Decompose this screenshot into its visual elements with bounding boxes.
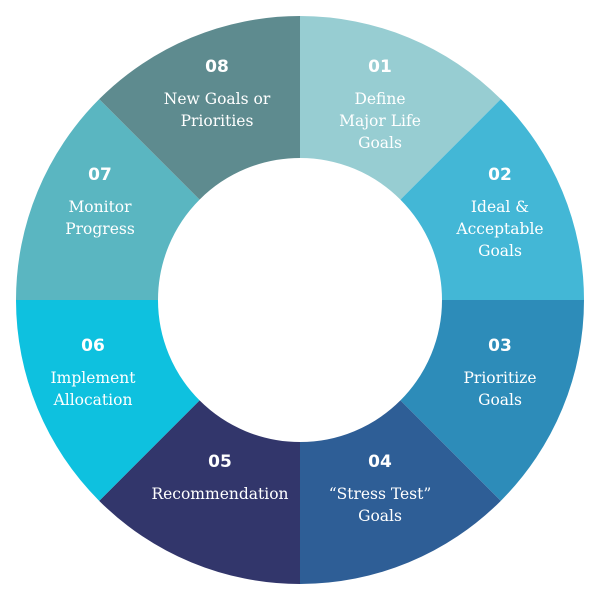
segment-shape [99, 400, 300, 584]
segment-shape [300, 16, 501, 200]
segment-label-line: Major Life [339, 112, 421, 130]
segment-label-line: Prioritize [463, 369, 536, 387]
segment-label-line: Implement [51, 369, 137, 387]
segment-label-line: Progress [65, 220, 135, 238]
segment-number: 02 [488, 165, 512, 185]
segment-label-line: Allocation [53, 391, 133, 409]
segment-shape [16, 99, 200, 300]
segment-label-line: Ideal & [471, 198, 529, 216]
segment-number: 08 [205, 57, 229, 77]
segment-label-line: Goals [358, 507, 402, 525]
segment-label-line: Acceptable [455, 220, 543, 238]
segment-shape [16, 300, 200, 501]
segment-04: 04 “Stress Test” Goals [300, 400, 501, 584]
segment-number: 01 [368, 57, 392, 77]
segment-label-line: Monitor [68, 198, 132, 216]
segment-label-line: Goals [478, 242, 522, 260]
segment-label-line: “Stress Test” [329, 485, 432, 503]
segment-number: 07 [88, 165, 112, 185]
segment-number: 04 [368, 452, 392, 472]
segment-number: 03 [488, 336, 512, 356]
segment-number: 06 [81, 336, 105, 356]
segment-label-line: Recommendation [151, 485, 288, 503]
segment-number: 05 [208, 452, 232, 472]
segment-shape [400, 99, 584, 300]
segment-label-line: New Goals or [164, 90, 271, 108]
segment-label-line: Goals [358, 134, 402, 152]
segment-label-line: Priorities [181, 112, 254, 130]
segment-label-line: Define [354, 90, 405, 108]
segment-shape [300, 400, 501, 584]
segment-label-line: Goals [478, 391, 522, 409]
segment-shape [400, 300, 584, 501]
segment-shape [99, 16, 300, 200]
